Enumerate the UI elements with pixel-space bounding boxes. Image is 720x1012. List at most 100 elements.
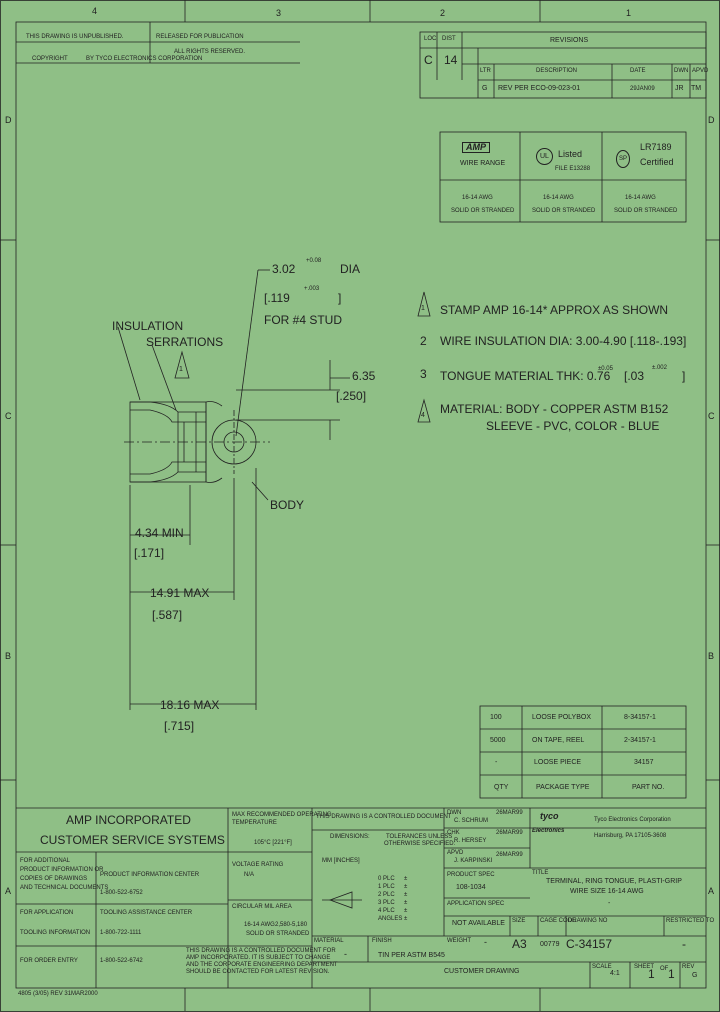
info-line-2: PRODUCT INFORMATION OR — [20, 867, 104, 873]
chk-label: CHK — [447, 830, 460, 836]
tyco-logo: tyco — [540, 811, 559, 821]
info-line-4: AND TECHNICAL DOCUMENTS — [20, 885, 109, 891]
stud-dia-inch: [.119 — [264, 291, 290, 305]
loc-value: C — [424, 53, 433, 67]
dwn-date: 26MAR99 — [496, 810, 523, 816]
dims-label: DIMENSIONS: — [330, 834, 370, 840]
tol-2plc-val: ± — [404, 892, 408, 898]
tol-angles-val: ± — [404, 916, 408, 922]
material-value: - — [344, 949, 347, 959]
note-3-num: 3 — [420, 367, 427, 381]
pkg-hdr-part: PART NO. — [632, 784, 665, 791]
zone-right-b: B — [708, 651, 715, 661]
stud-dia-tol: +0.08 — [306, 258, 322, 264]
tol-label-2: OTHERWISE SPECIFIED: — [384, 841, 456, 847]
note-3-tol: ±0.05 — [598, 366, 613, 372]
rev-label: REV — [682, 964, 695, 970]
pic-phone: 1-800-522-6752 — [100, 890, 143, 896]
rights-note: ALL RIGHTS RESERVED. — [174, 49, 246, 55]
spec-note-2: AMP INCORPORATED. IT IS SUBJECT TO CHANG… — [186, 955, 331, 961]
pic-label: PRODUCT INFORMATION CENTER — [100, 872, 200, 878]
rev-col-ltr: LTR — [480, 68, 491, 74]
title-line-1: TERMINAL, RING TONGUE, PLASTI-GRIP — [546, 878, 682, 885]
customer-drawing: CUSTOMER DRAWING — [444, 968, 520, 975]
zone-left-c: C — [5, 411, 12, 421]
note-1-flag: 1 — [421, 305, 425, 312]
volt-label: VOLTAGE RATING — [232, 862, 284, 868]
dist-label: DIST — [442, 36, 456, 42]
std-line-1: MAX RECOMMENDED OPERATING — [232, 812, 332, 818]
csa-logo: SP — [616, 150, 631, 168]
of-value: 1 — [668, 967, 675, 981]
scale-value: 4:1 — [610, 970, 620, 977]
loc-label: LOC — [424, 36, 437, 42]
note-3-text: TONGUE MATERIAL THK: 0.76 — [440, 369, 611, 383]
released-note: RELEASED FOR PUBLICATION — [156, 34, 244, 40]
rev-value: G — [692, 972, 698, 979]
chk-name: R. HERSEY — [454, 838, 487, 844]
pkg-hdr-qty: QTY — [494, 784, 509, 791]
pkg-row2-type: ON TAPE, REEL — [532, 737, 585, 744]
zone-top-3: 3 — [276, 8, 282, 18]
note-2-text: WIRE INSULATION DIA: 3.00-4.90 [.118-.19… — [440, 334, 687, 348]
tool-label: TOOLING INFORMATION — [20, 930, 91, 936]
appvd-label: APVD — [447, 850, 464, 856]
prod-spec-label: PRODUCT SPEC — [447, 872, 495, 878]
range-type-ul: SOLID OR STRANDED — [532, 208, 596, 214]
range-type-amp: SOLID OR STRANDED — [451, 208, 515, 214]
tol-4plc-val: ± — [404, 908, 408, 914]
zone-right-c: C — [708, 411, 715, 421]
tol-1plc: 1 PLC — [378, 884, 395, 890]
pkg-row1-type: LOOSE POLYBOX — [532, 714, 592, 721]
pkg-hdr-type: PACKAGE TYPE — [536, 784, 590, 791]
mid-len-in: [.587] — [152, 608, 183, 622]
note-1-text: STAMP AMP 16-14* APPROX AS SHOWN — [440, 303, 669, 317]
rev-row-apvd: TM — [691, 85, 702, 92]
terminal-sleeve — [124, 401, 270, 483]
tac-label: TOOLING ASSISTANCE CENTER — [100, 910, 193, 916]
pkg-row1-part: 8-34157-1 — [624, 714, 656, 721]
csa-file: LR7189 — [640, 142, 672, 152]
zone-left-d: D — [5, 115, 12, 125]
app-spec-value: NOT AVAILABLE — [452, 920, 505, 927]
callout-insulation: INSULATION — [112, 319, 184, 333]
cage-label: CAGE CODE — [540, 918, 577, 924]
spec-note-3: AND THE CORPORATE ENGINEERING DEPARTMENT — [186, 962, 338, 968]
std-line-2: TEMPERATURE — [232, 820, 277, 826]
zone-top-1: 1 — [626, 8, 632, 18]
pkg-row3-type: LOOSE PIECE — [534, 759, 582, 766]
note-4-text: MATERIAL: BODY - COPPER ASTM B152 — [440, 402, 669, 416]
size-value: A3 — [512, 937, 527, 951]
rev-col-dwn: DWN — [674, 68, 689, 74]
stud-dia: 3.02 — [272, 262, 296, 276]
tol-3plc: 3 PLC — [378, 900, 395, 906]
mil-value-1: 2,580-5,180 — [275, 922, 308, 928]
form-footer: 4805 (3/05) REV 31MAR2000 — [18, 991, 98, 997]
zone-left-b: B — [5, 651, 12, 661]
tol-angles: ANGLES — [378, 916, 403, 922]
stud-dia-inch-tol: +.003 — [304, 286, 320, 292]
ul-file: FILE E13288 — [555, 166, 591, 172]
app-spec-label: APPLICATION SPEC — [447, 901, 505, 907]
amp-logo: AMP — [462, 142, 490, 153]
restricted-label: RESTRICTED TO — [666, 918, 715, 924]
weight-value: - — [484, 937, 487, 947]
stud-dia-suffix: DIA — [340, 262, 361, 276]
range-type-csa: SOLID OR STRANDED — [614, 208, 678, 214]
info-line-3: COPIES OF DRAWINGS — [20, 876, 88, 882]
app-label: FOR APPLICATION — [20, 910, 74, 916]
rev-row-date: 29JAN09 — [630, 86, 655, 92]
tol-3plc-val: ± — [404, 900, 408, 906]
callout-flag-1: 1 — [179, 366, 183, 373]
ul-logo: UL — [536, 148, 553, 165]
weight-label: WEIGHT — [447, 938, 471, 944]
pkg-row1-qty: 100 — [490, 714, 502, 721]
scale-label: SCALE — [592, 964, 612, 970]
tol-0plc: 0 PLC — [378, 876, 395, 882]
note-4-flag: 4 — [421, 412, 425, 419]
note-4-line2: SLEEVE - PVC, COLOR - BLUE — [486, 419, 660, 433]
restricted-value: - — [682, 937, 686, 951]
tol-4plc: 4 PLC — [378, 908, 395, 914]
